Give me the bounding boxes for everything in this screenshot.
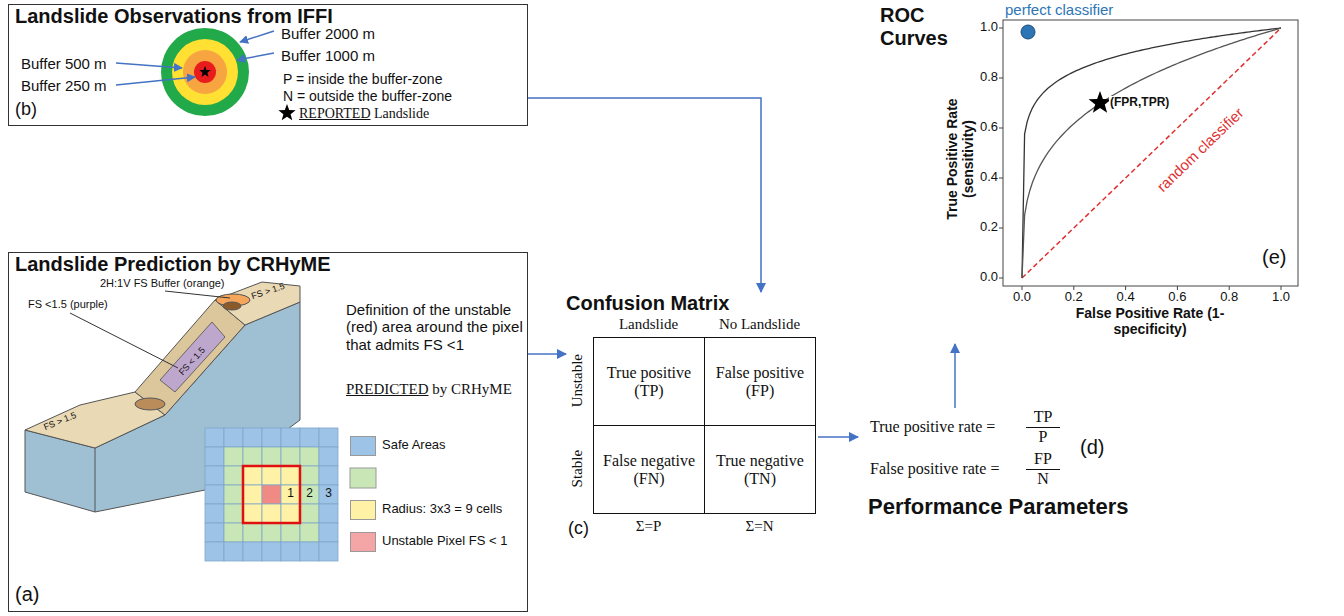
unstable-outline [243, 466, 300, 523]
callout-number: 1 [281, 487, 300, 501]
line-label: random classifier [1144, 95, 1257, 205]
box-text: True negative (TN) [709, 451, 811, 488]
note: N = outside the buffer-zone [283, 88, 452, 104]
pixel-grid [205, 428, 338, 561]
performance-parameters: True positive rate = TP P False positive ra… [858, 408, 1334, 520]
tick-label: 0.4 [968, 170, 998, 185]
chart-title: ROC Curves [880, 4, 960, 50]
row-header: Unstable [569, 337, 586, 425]
roc-panel: ROC Curves perfect classifierTrue Positiv… [878, 0, 1340, 344]
tick-label: 0.6 [1162, 290, 1192, 305]
formula: True positive rate = [870, 418, 995, 436]
buffer-label: Buffer 1000 m [281, 47, 375, 64]
point-label: perfect classifier [1005, 1, 1113, 18]
legend-text: Radius: 3x3 = 9 cells [382, 502, 502, 517]
axis-ticks [999, 28, 1281, 290]
callout-number: 2 [300, 487, 319, 501]
tick-label: 1.0 [1266, 290, 1296, 305]
box-text: False negative (FN) [598, 451, 700, 488]
star-symbol [278, 104, 295, 120]
tick-label: 1.0 [968, 20, 998, 35]
column-header: Landslide [593, 316, 704, 333]
column-sum: Σ=N [704, 518, 815, 535]
point-label: (FPR,TPR) [1109, 96, 1170, 110]
note: Definition of the unstable (red) area ar… [346, 301, 524, 353]
buffer-label: Buffer 500 m [21, 55, 107, 72]
formula: False positive rate = [870, 460, 999, 478]
confusion-matrix: Confusion MatrixLandslideNo LandslideUns… [566, 292, 818, 544]
buffer-rings [161, 28, 249, 116]
numerator: FP [1026, 450, 1060, 468]
flow-arrow [954, 344, 956, 408]
axis-title: True Positive Rate (sensitivity) [944, 74, 976, 244]
legend-text: Safe Areas [382, 438, 446, 453]
flow-arrow [528, 353, 566, 355]
tick-label: 0.4 [1111, 290, 1141, 305]
panel-title: Landslide Observations from IFFI [15, 5, 333, 28]
callout-label: 2H:1V FS Buffer (orange) [100, 277, 225, 290]
flow-arrow [818, 436, 858, 438]
panel-letter: (b) [15, 99, 37, 120]
panel-letter: (e) [1262, 246, 1286, 269]
axis-title: False Positive Rate (1-specificity) [1050, 305, 1250, 337]
legend-item: Unstable Pixel FS < 1 [350, 532, 530, 554]
legend-swatch [350, 532, 376, 552]
legend-swatch [350, 436, 376, 456]
observation-panel: Landslide Observations from IFFIBuffer 2… [8, 4, 528, 126]
roc-curves [1022, 28, 1281, 278]
note: PREDICTED by CRHyME [346, 381, 524, 398]
perfect-point [1021, 25, 1035, 39]
leader-lines [116, 31, 274, 85]
callout-label: FS <1.5 (purple) [28, 298, 108, 311]
section-title: Performance Parameters [868, 494, 1128, 519]
numerator: TP [1026, 408, 1060, 426]
note: REPORTED Landslide [299, 106, 429, 122]
panel-letter: (c) [568, 518, 589, 539]
legend-item: Safe Areas [350, 436, 530, 458]
plot-frame [1003, 20, 1298, 286]
star-symbol [1089, 91, 1112, 113]
matrix-cell: True negative (TN) [704, 425, 816, 514]
buffer-label: Buffer 250 m [21, 77, 107, 94]
tick-label: 0.0 [1007, 290, 1037, 305]
callout-number: 3 [319, 487, 338, 501]
tick-label: 0.6 [968, 120, 998, 135]
panel-letter: (a) [15, 583, 39, 606]
legend-swatch [350, 468, 376, 488]
random-line [1022, 28, 1281, 278]
tick-label: 0.0 [968, 270, 998, 285]
box-text: False positive (FP) [709, 363, 811, 400]
matrix-cell: False positive (FP) [704, 337, 816, 426]
tick-label: 0.2 [1059, 290, 1089, 305]
star-symbol [199, 66, 210, 77]
column-header: No Landslide [704, 316, 815, 333]
matrix-cell: False negative (FN) [593, 425, 705, 514]
legend-text: Unstable Pixel FS < 1 [382, 534, 507, 549]
column-sum: Σ=P [593, 518, 704, 535]
denominator: P [1026, 428, 1060, 446]
denominator: N [1026, 470, 1060, 488]
flow-arrow [528, 98, 761, 292]
tick-label: 0.2 [968, 220, 998, 235]
slope-illustration [25, 282, 300, 512]
legend-item: Radius: 3x3 = 9 cells [350, 500, 530, 522]
note: P = inside the buffer-zone [283, 71, 442, 87]
tick-label: 0.8 [968, 70, 998, 85]
buffer-label: Buffer 2000 m [281, 25, 375, 42]
fraction-bar [1026, 428, 1060, 470]
row-header: Stable [569, 425, 586, 513]
diagram-title: Confusion Matrix [566, 292, 729, 315]
box-text: True positive (TP) [598, 363, 700, 400]
legend-swatch [350, 500, 376, 520]
matrix-cell: True positive (TP) [593, 337, 705, 426]
panel-letter: (d) [1080, 436, 1104, 459]
panel-title: Landslide Prediction by CRHyME [15, 253, 331, 276]
tick-label: 0.8 [1214, 290, 1244, 305]
